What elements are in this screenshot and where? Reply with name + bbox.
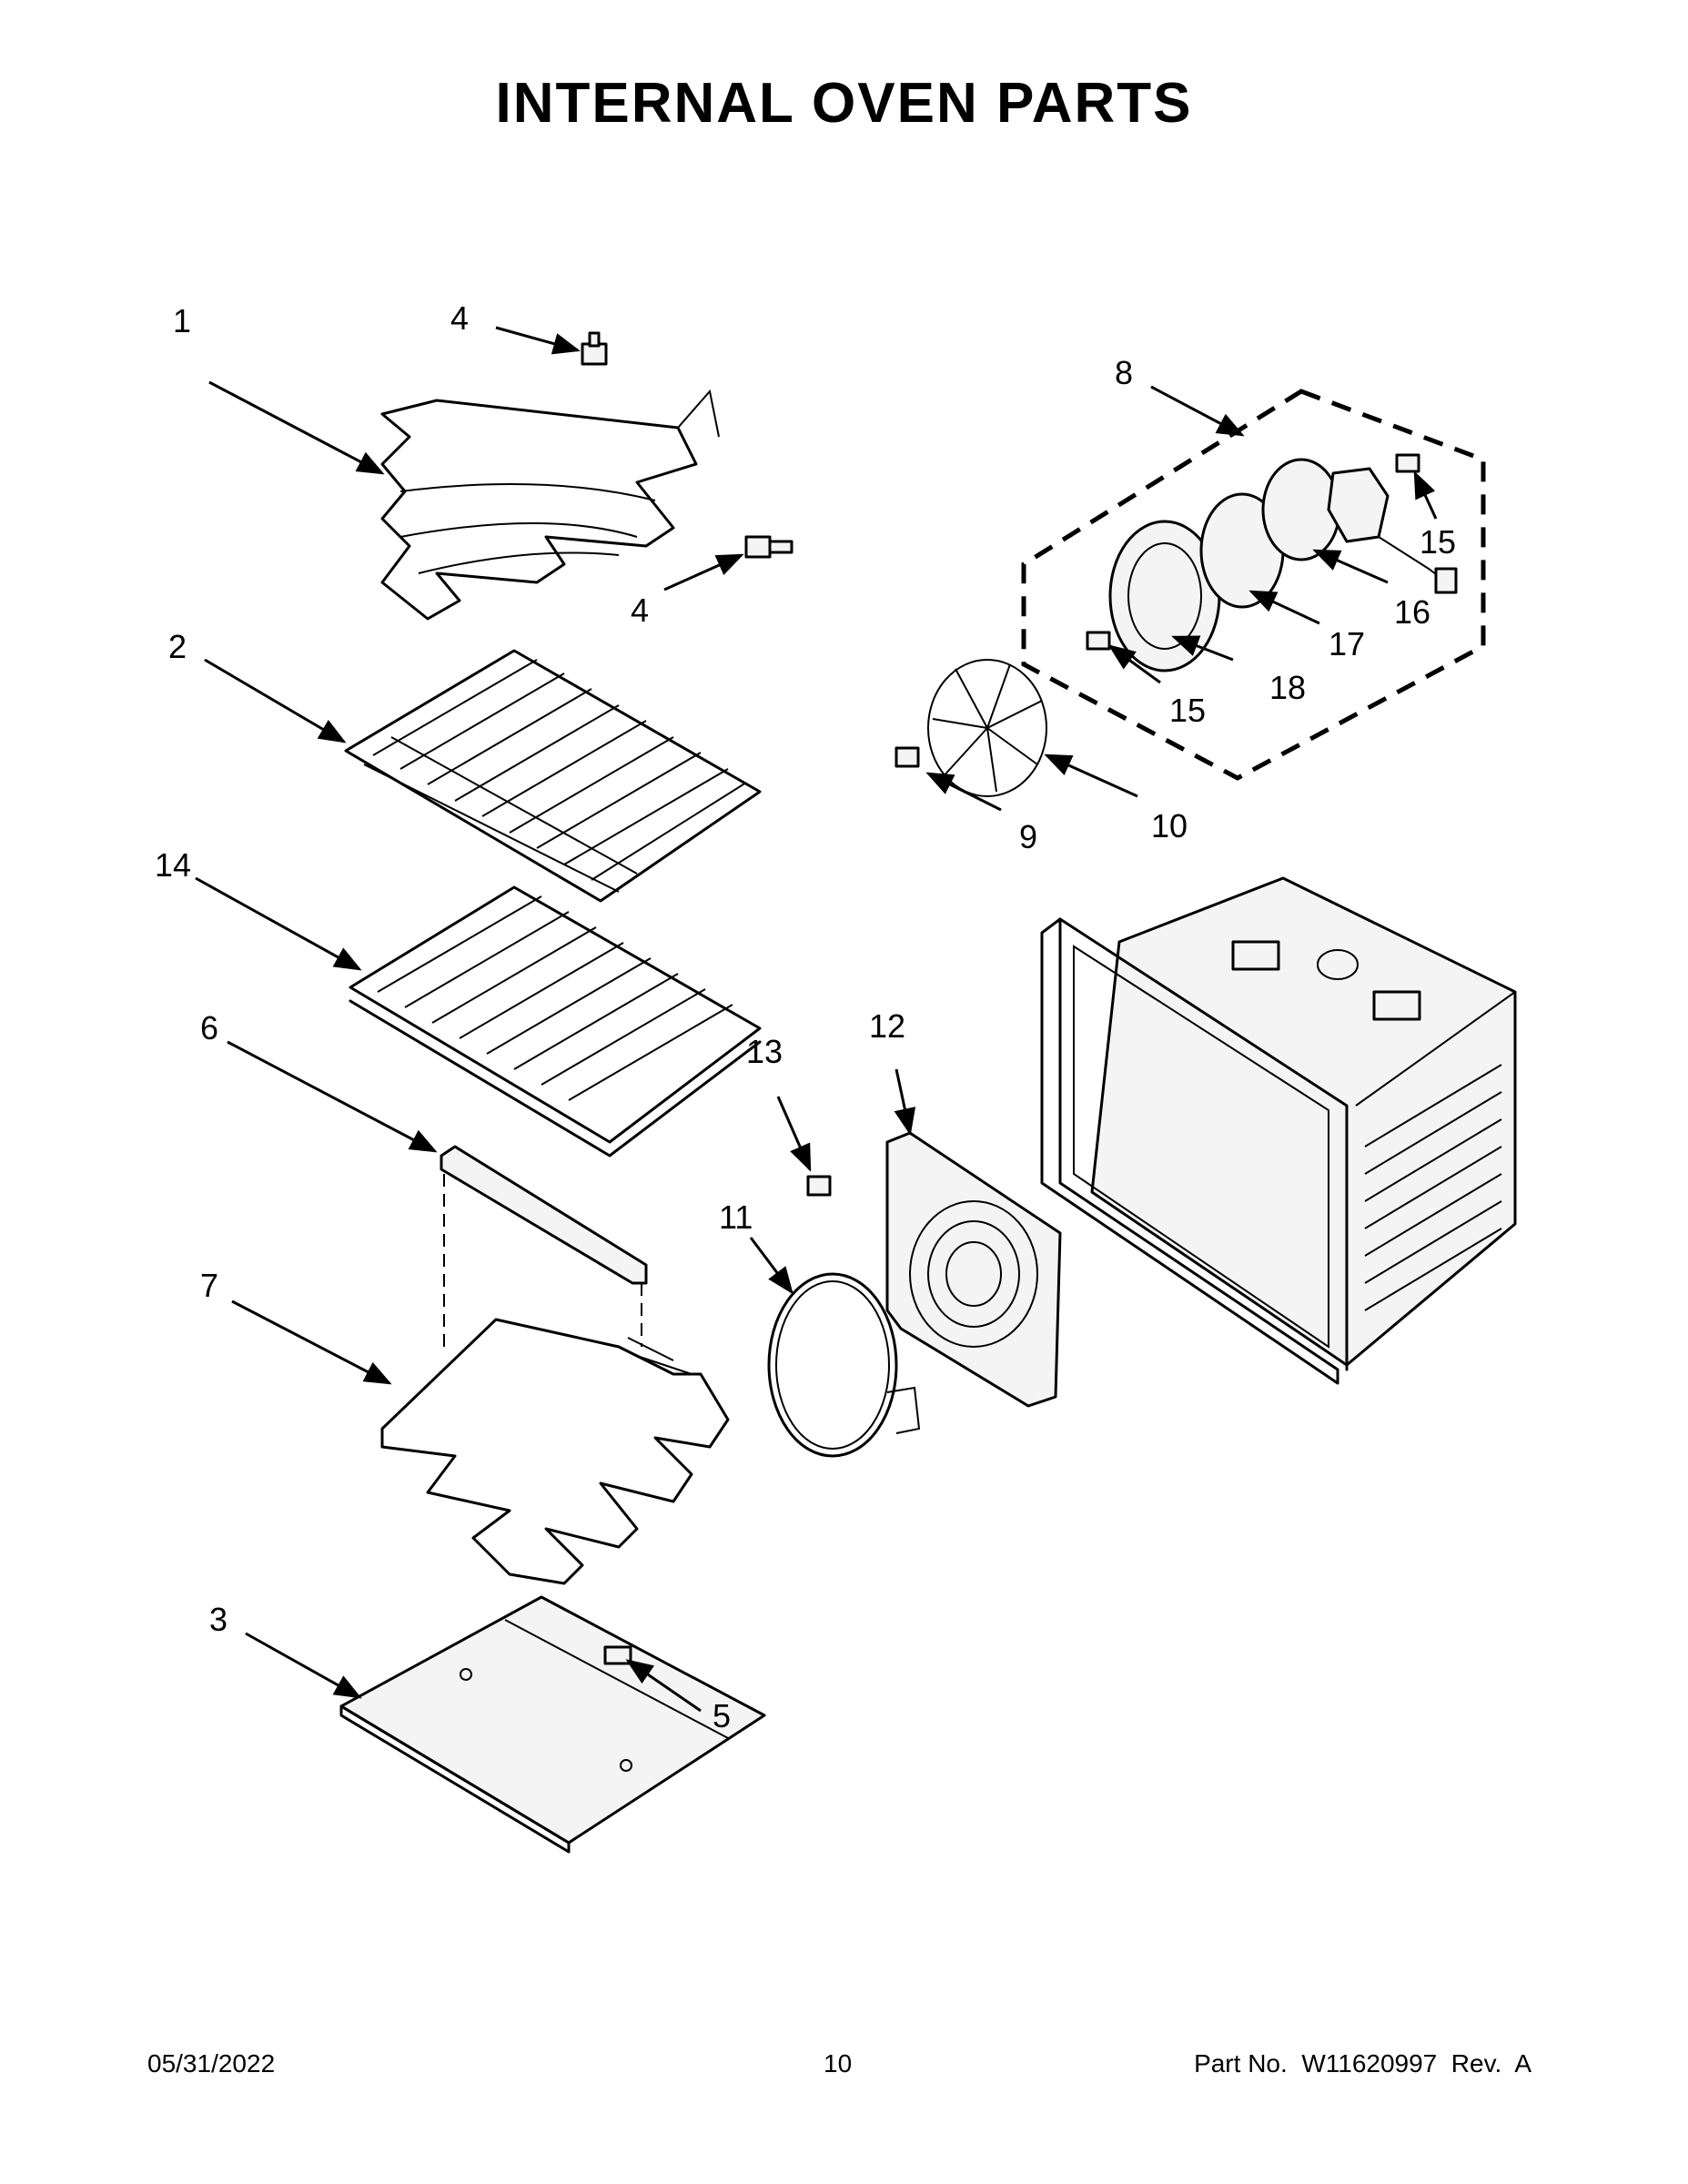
screw-4-top [581, 331, 608, 366]
broil-element [380, 389, 720, 621]
callout-13: 13 [746, 1033, 783, 1070]
callout-6: 6 [200, 1009, 218, 1046]
callout-1: 1 [173, 302, 191, 339]
callout-14: 14 [155, 846, 191, 884]
footer-page-number: 10 [824, 2049, 853, 2078]
screw-15-bottom [1086, 631, 1111, 651]
oven-rack [344, 649, 762, 903]
footer-part-number: Part No. W11620997 Rev. A [1194, 2049, 1531, 2078]
oven-cavity [1040, 876, 1517, 1385]
callout-10: 10 [1151, 807, 1188, 844]
convection-motor [1327, 467, 1458, 594]
roll-out-rack [349, 885, 762, 1158]
callout-16: 16 [1394, 593, 1430, 631]
page-title: INTERNAL OVEN PARTS [495, 72, 1193, 135]
callout-4-bottom: 4 [631, 592, 649, 629]
screw-15-top [1395, 453, 1420, 473]
callout-3: 3 [209, 1601, 227, 1638]
callout-7: 7 [200, 1267, 218, 1304]
callout-12: 12 [869, 1007, 905, 1045]
oven-bottom-panel [339, 1595, 766, 1854]
bake-element [380, 1318, 730, 1585]
callout-15-bottom: 15 [1169, 692, 1206, 729]
footer-date: 05/31/2022 [147, 2049, 276, 2078]
callout-arrows [195, 326, 1438, 1713]
fan-blade [927, 659, 1047, 797]
callout-9: 9 [1019, 818, 1037, 855]
screw-13 [806, 1175, 832, 1197]
callout-11: 11 [719, 1198, 753, 1236]
element-bracket [440, 1145, 648, 1347]
motor-plate-18 [1108, 520, 1221, 672]
callout-17: 17 [1329, 625, 1365, 662]
screw-4-bottom [744, 535, 793, 559]
callout-5: 5 [713, 1697, 731, 1734]
motor-assembly-boundary [1021, 389, 1486, 781]
callout-labels: 1 4 4 2 14 6 7 3 5 8 15 16 17 18 15 9 10… [155, 299, 1456, 1734]
callout-4-top: 4 [450, 299, 469, 337]
convection-element [767, 1272, 921, 1458]
callout-15-top: 15 [1420, 523, 1456, 561]
callout-2: 2 [168, 628, 187, 665]
callout-8: 8 [1115, 354, 1133, 391]
fan-cover-panel [885, 1131, 1062, 1408]
fan-nut [895, 746, 920, 768]
callout-18: 18 [1269, 669, 1306, 706]
